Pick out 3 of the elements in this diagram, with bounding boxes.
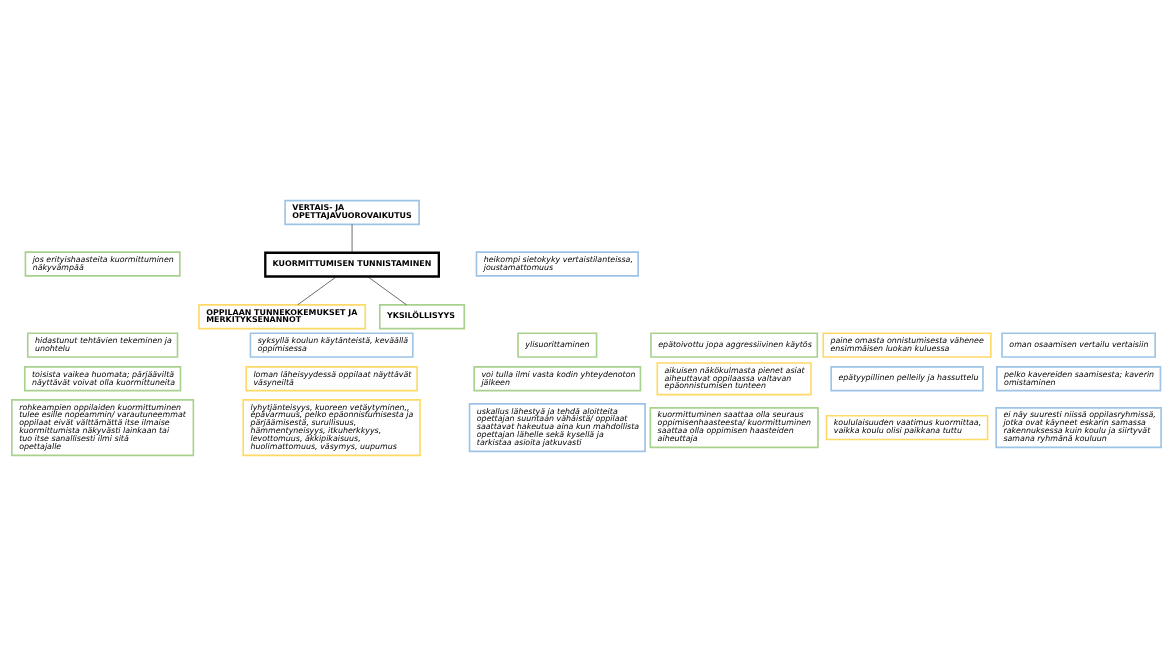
connector [367, 275, 407, 305]
connector [297, 275, 337, 305]
connector [351, 223, 353, 253]
